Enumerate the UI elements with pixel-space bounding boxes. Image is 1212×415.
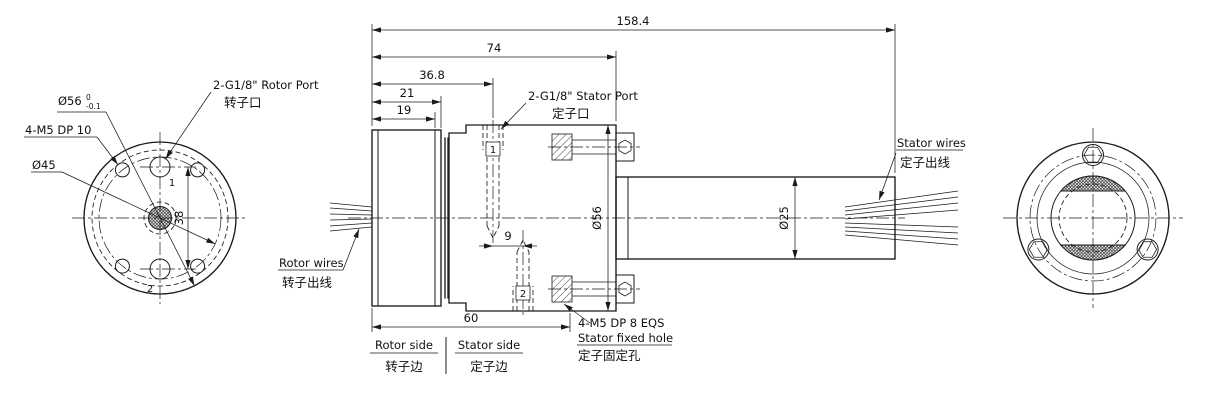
dim-bolt-circle: Ø45 <box>31 158 216 245</box>
dim-38: 38 <box>172 167 191 269</box>
rotor-wires-label-en: Rotor wires <box>279 256 344 270</box>
label-stator-wires: Stator wires 定子出线 <box>878 136 966 201</box>
m5-hole-bottom-left <box>114 258 130 274</box>
dim-21-value: 21 <box>400 86 415 100</box>
fixed-hole-label-line2: Stator fixed hole <box>578 331 673 345</box>
label-stator-port: 2-G1/8" Stator Port 定子口 <box>500 89 638 130</box>
dim-74-value: 74 <box>487 41 502 55</box>
right-end-view <box>1003 128 1183 308</box>
stator-shaft <box>615 176 896 260</box>
rotor-port-2-hole <box>149 258 171 280</box>
outer-dia-tol-upper: 0 <box>86 93 91 102</box>
label-stator-fixed-hole: 4-M5 DP 8 EQS Stator fixed hole 定子固定孔 <box>563 303 673 363</box>
stator-body <box>448 124 617 312</box>
outer-dia-value: Ø56 <box>58 94 82 108</box>
stator-port-label-en: 2-G1/8" Stator Port <box>528 89 638 103</box>
rotor-wires-label-zh: 转子出线 <box>282 275 333 290</box>
fixed-hole-label-zh: 定子固定孔 <box>578 348 641 363</box>
stator-side-label-en: Stator side <box>458 338 520 352</box>
hatched-segment-top <box>1059 175 1127 192</box>
dim-60-value: 60 <box>464 311 479 325</box>
outer-circle <box>83 141 237 295</box>
fixing-screw-bottom <box>548 274 640 304</box>
hex-socket-icon <box>618 139 632 155</box>
dim-overall-value: 158.4 <box>617 14 650 28</box>
dim-368-value: 36.8 <box>419 68 445 82</box>
mount-note-text: 4-M5 DP 10 <box>25 123 91 137</box>
hidden-thread-circle <box>1058 183 1128 253</box>
stator-wires-label-zh: 定子出线 <box>900 155 951 170</box>
dim-9: 9 <box>479 229 537 249</box>
top-dimensions: 158.4 74 36.8 21 19 <box>371 14 896 173</box>
stator-side-label-zh: 定子边 <box>470 359 508 374</box>
dim-shaft-diameter: Ø25 <box>777 177 798 259</box>
hidden-circle <box>91 149 229 287</box>
bolt-circle <box>1029 154 1157 282</box>
outer-circle <box>1016 141 1170 295</box>
rotor-body <box>371 129 449 307</box>
hex-screw-lower-left <box>1027 238 1050 261</box>
note-mount-holes: 4-M5 DP 10 <box>24 123 119 165</box>
stator-port1-number: 1 <box>490 145 496 156</box>
stator-port-2: 2 <box>512 230 534 316</box>
rotor-side-label-zh: 转子边 <box>385 359 423 374</box>
side-labels: Rotor side 转子边 Stator side 定子边 <box>370 337 523 374</box>
bolt-circle-value: Ø45 <box>32 158 56 172</box>
hex-screw-top <box>1082 144 1104 166</box>
shaft-dia-value: Ø25 <box>777 206 791 230</box>
rotor-port-1-hole <box>149 156 171 178</box>
outer-dia-tol-lower: -0.1 <box>86 102 101 111</box>
dim-flange-diameter: Ø56 <box>590 125 611 311</box>
stator-port-1: 1 <box>482 120 504 246</box>
rotor-wires <box>329 202 373 232</box>
flange-step-circle <box>1036 161 1150 275</box>
stator-wires-label-en: Stator wires <box>897 136 966 150</box>
dim-9-value: 9 <box>504 229 511 243</box>
fixed-hole-label-line1: 4-M5 DP 8 EQS <box>578 316 664 330</box>
hatched-segment-bottom <box>1059 244 1127 261</box>
dim-19-value: 19 <box>397 103 412 117</box>
stator-wires <box>844 190 959 246</box>
rotor-port-label-zh: 转子口 <box>224 95 262 110</box>
hex-socket-icon <box>1028 241 1048 258</box>
rotor-port-label-en: 2-G1/8" Rotor Port <box>213 78 319 92</box>
hex-socket-icon <box>618 281 632 297</box>
left-end-view: 1 2 38 Ø56 0 -0.1 4-M5 DP 10 Ø45 <box>24 78 319 304</box>
dim-outer-diameter: Ø56 0 -0.1 <box>57 93 195 286</box>
dim-38-value: 38 <box>172 211 186 226</box>
port1-number: 1 <box>169 178 175 189</box>
section-view: 1 2 9 <box>278 14 966 374</box>
flange-dia-value: Ø56 <box>590 206 604 230</box>
hidden-bore-circle <box>143 201 177 235</box>
label-rotor-wires: Rotor wires 转子出线 <box>278 228 360 290</box>
hex-socket-icon <box>1138 241 1158 258</box>
rotor-side-label-en: Rotor side <box>375 338 433 352</box>
hex-screw-lower-right <box>1136 238 1159 261</box>
hex-socket-icon <box>1083 146 1103 164</box>
port2-number: 2 <box>147 284 153 295</box>
m5-hole-top-left <box>114 162 130 178</box>
label-rotor-port: 2-G1/8" Rotor Port 转子口 <box>165 78 319 159</box>
stator-port2-number: 2 <box>520 289 526 300</box>
stator-port-label-zh: 定子口 <box>552 106 590 121</box>
dim-60: 60 <box>371 308 571 332</box>
